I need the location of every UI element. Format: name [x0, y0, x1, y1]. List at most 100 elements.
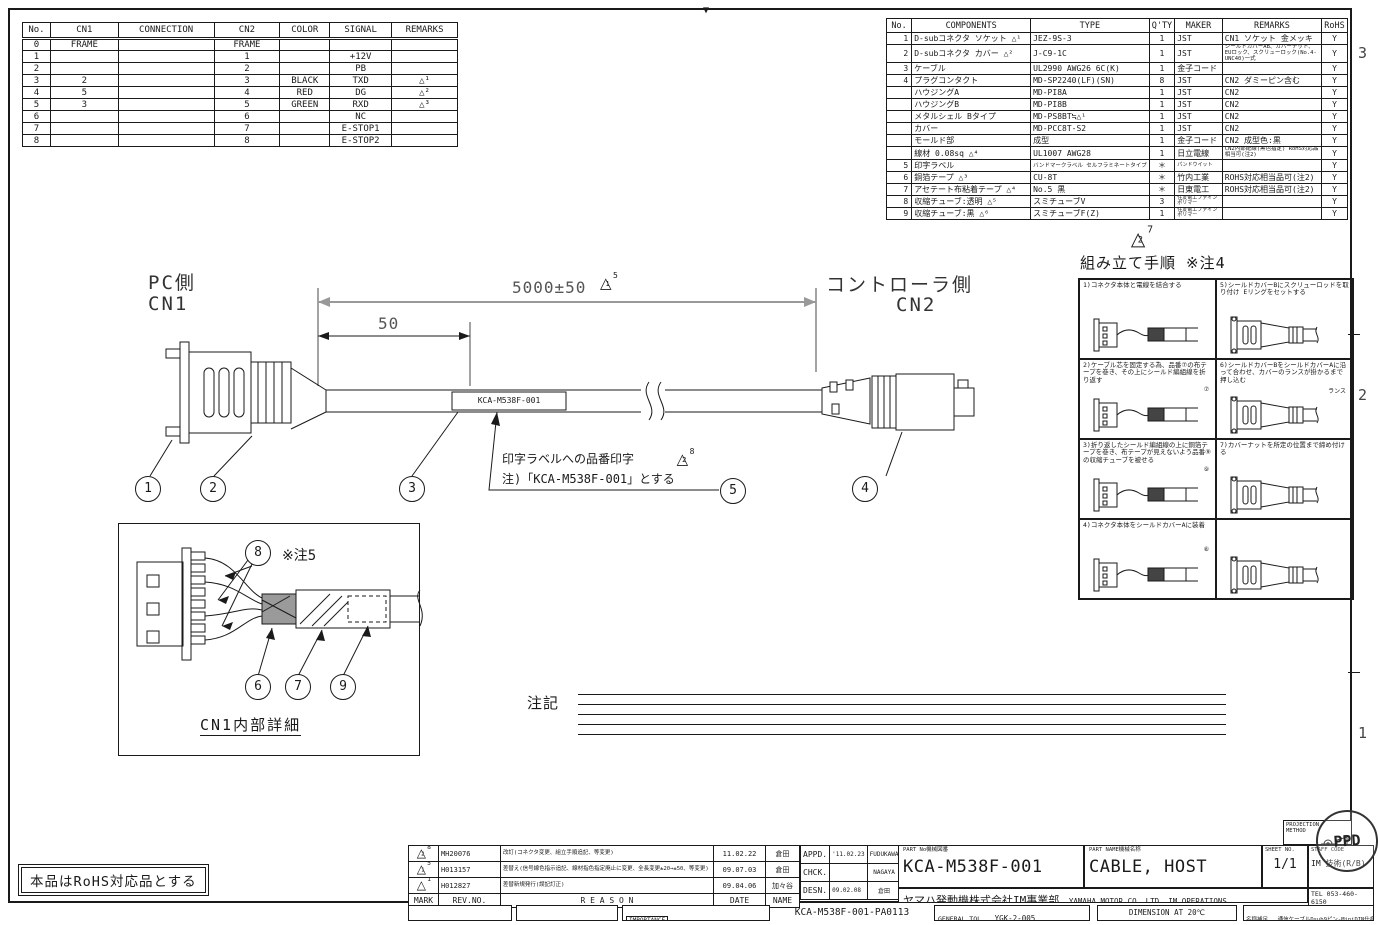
- sheet-cell: SHEET NO. 1/1: [1262, 845, 1308, 888]
- company-cell: ヤマハ発動機株式会社IM事業部 YAMAHA MOTOR CO.,LTD. IM…: [898, 888, 1308, 903]
- notes-label: 注記: [527, 694, 560, 712]
- assembly-step-note: ⑦: [1203, 386, 1209, 393]
- balloon-6: 6: [245, 674, 271, 700]
- triangle-icon: △: [600, 274, 612, 292]
- projection-method-cell: PROJECTION METHOD: [1283, 820, 1352, 845]
- note-item: [578, 712, 1226, 715]
- shield-cover-pictogram: [1230, 476, 1319, 514]
- staff-code-cell: STAFF CODE IM 技術(R/B): [1308, 845, 1374, 888]
- part-no-label: PART No機械図番: [903, 847, 949, 853]
- dsub-pictogram: [1093, 398, 1198, 432]
- balloon-1: 1: [135, 476, 161, 502]
- dim-50: 50: [378, 314, 400, 333]
- col-signal: SIGNAL: [329, 22, 393, 40]
- pc-side-label: PC側: [148, 272, 196, 294]
- part-name-value: CABLE, HOST: [1089, 857, 1208, 877]
- note-item: [578, 692, 1226, 695]
- name-supplement-label: 名称補足: [1246, 917, 1269, 921]
- assembly-step-cell: 2)ケーブル芯を固定する為、品番⑦の布テープを巻き、その上にシールド編組線を折り…: [1079, 359, 1216, 439]
- staff-code-label: STAFF CODE: [1311, 847, 1345, 853]
- col-qty: Q'TY: [1148, 18, 1176, 33]
- col-type: TYPE: [1030, 18, 1150, 33]
- zone-tick: [1348, 334, 1360, 335]
- revision-mark: △1: [416, 877, 431, 893]
- dim-overall: 5000±50: [512, 278, 587, 297]
- balloon-8: 8: [245, 540, 271, 566]
- part-name-label: PART NAME機械名称: [1089, 847, 1141, 853]
- third-angle-projection-icon: [1321, 836, 1348, 844]
- print-note-line1: 印字ラベルへの品番印字: [502, 452, 635, 466]
- assembly-step-cell: 5)シールドカバーBにスクリューロッドを取り付け Eリングをセットする: [1216, 279, 1353, 359]
- bom-table: No. COMPONENTS TYPE Q'TY MAKER REMARKS R…: [885, 18, 1348, 220]
- company-name: ヤマハ発動機株式会社IM事業部: [903, 894, 1060, 903]
- dsub-pictogram: [1093, 478, 1198, 512]
- assembly-step-cell: 3)折り返したシールド編組線の上に銅箔テープを巻き、布テープが見えないよう品番⑨…: [1079, 439, 1216, 519]
- dsub-pictogram: [1093, 558, 1198, 592]
- assembly-step-text: 1)コネクタ本体と電線を結合する: [1083, 281, 1182, 289]
- top-center-marker: ▼: [703, 5, 710, 16]
- zone-tick: [1348, 672, 1360, 673]
- detail-title: CN1内部詳細: [200, 716, 302, 736]
- general-tolerance-value: YGK-2-005: [994, 914, 1036, 921]
- approval-row: APPD. '11.02.23 FUDUKAWA: [799, 845, 902, 864]
- assembly-step-text: 3)折り返したシールド編組線の上に銅箔テープを巻き、布テープが見えないよう品番⑨…: [1083, 441, 1211, 464]
- triangle-icon: △: [1131, 227, 1146, 251]
- assembly-step-cell: 7)カバーナットを所定の位置まで締め付ける: [1216, 439, 1353, 519]
- zone-label-1: 1: [1358, 724, 1368, 742]
- col-components: COMPONENTS: [911, 18, 1032, 33]
- strip-cell-empty: [516, 905, 618, 921]
- connection-table-header: No. CN1 CONNECTION CN2 COLOR SIGNAL REMA…: [22, 22, 458, 40]
- cn1-label: CN1: [148, 293, 189, 315]
- assembly-step-cell: 1)コネクタ本体と電線を結合する: [1079, 279, 1216, 359]
- controller-side-label: コントローラ側: [826, 274, 974, 296]
- importance-label: IMPORTANCE: [626, 916, 669, 920]
- col-color: COLOR: [279, 22, 331, 40]
- staff-code-value: IM 技術(R/B): [1311, 859, 1366, 868]
- cable-print-label: KCA-M538F-001: [477, 396, 541, 405]
- balloon-9: 9: [330, 674, 356, 700]
- balloon-4: 4: [852, 476, 878, 502]
- part-no-cell: PART No機械図番 KCA-M538F-001: [898, 845, 1084, 888]
- projection-method-label: PROJECTION METHOD: [1286, 822, 1320, 834]
- name-supplement-cell: 名称補足 通信ケーブルDsub9ピン-MiniDIN仕様(5m): [1243, 905, 1374, 921]
- company-name-en: YAMAHA MOTOR CO.,LTD. IM OPERATIONS: [1068, 897, 1227, 903]
- col-connection: CONNECTION: [117, 22, 215, 40]
- rohs-declaration-text: 本品はRoHS対応品とする: [21, 867, 206, 893]
- assembly-step-note: ランス: [1328, 388, 1346, 395]
- name-supplement-value: 通信ケーブルDsub9ピン-MiniDIN仕様(5m): [1277, 917, 1374, 921]
- assembly-step-cell: [1216, 519, 1353, 599]
- note-item: [578, 732, 1226, 735]
- dimension-at-cell: DIMENSION AT 20℃: [1097, 905, 1237, 921]
- shield-cover-pictogram: [1230, 316, 1319, 354]
- col-remarks: REMARKS: [1221, 18, 1323, 33]
- notes-list: [578, 692, 1226, 742]
- assembly-step-text: 6)シールドカバーBをシールドカバーAに沿って合わせ、カバーのランスが掛かるまで…: [1220, 361, 1347, 384]
- part-no-value: KCA-M538F-001: [903, 857, 1043, 877]
- triangle-icon: △: [416, 861, 426, 877]
- dsub-pictogram: [1093, 318, 1198, 352]
- assembly-title: 組み立て手順 ※注4: [1080, 254, 1226, 272]
- col-no: No.: [885, 18, 913, 33]
- zone-label-3: 3: [1358, 44, 1368, 62]
- col-maker: MAKER: [1174, 18, 1223, 33]
